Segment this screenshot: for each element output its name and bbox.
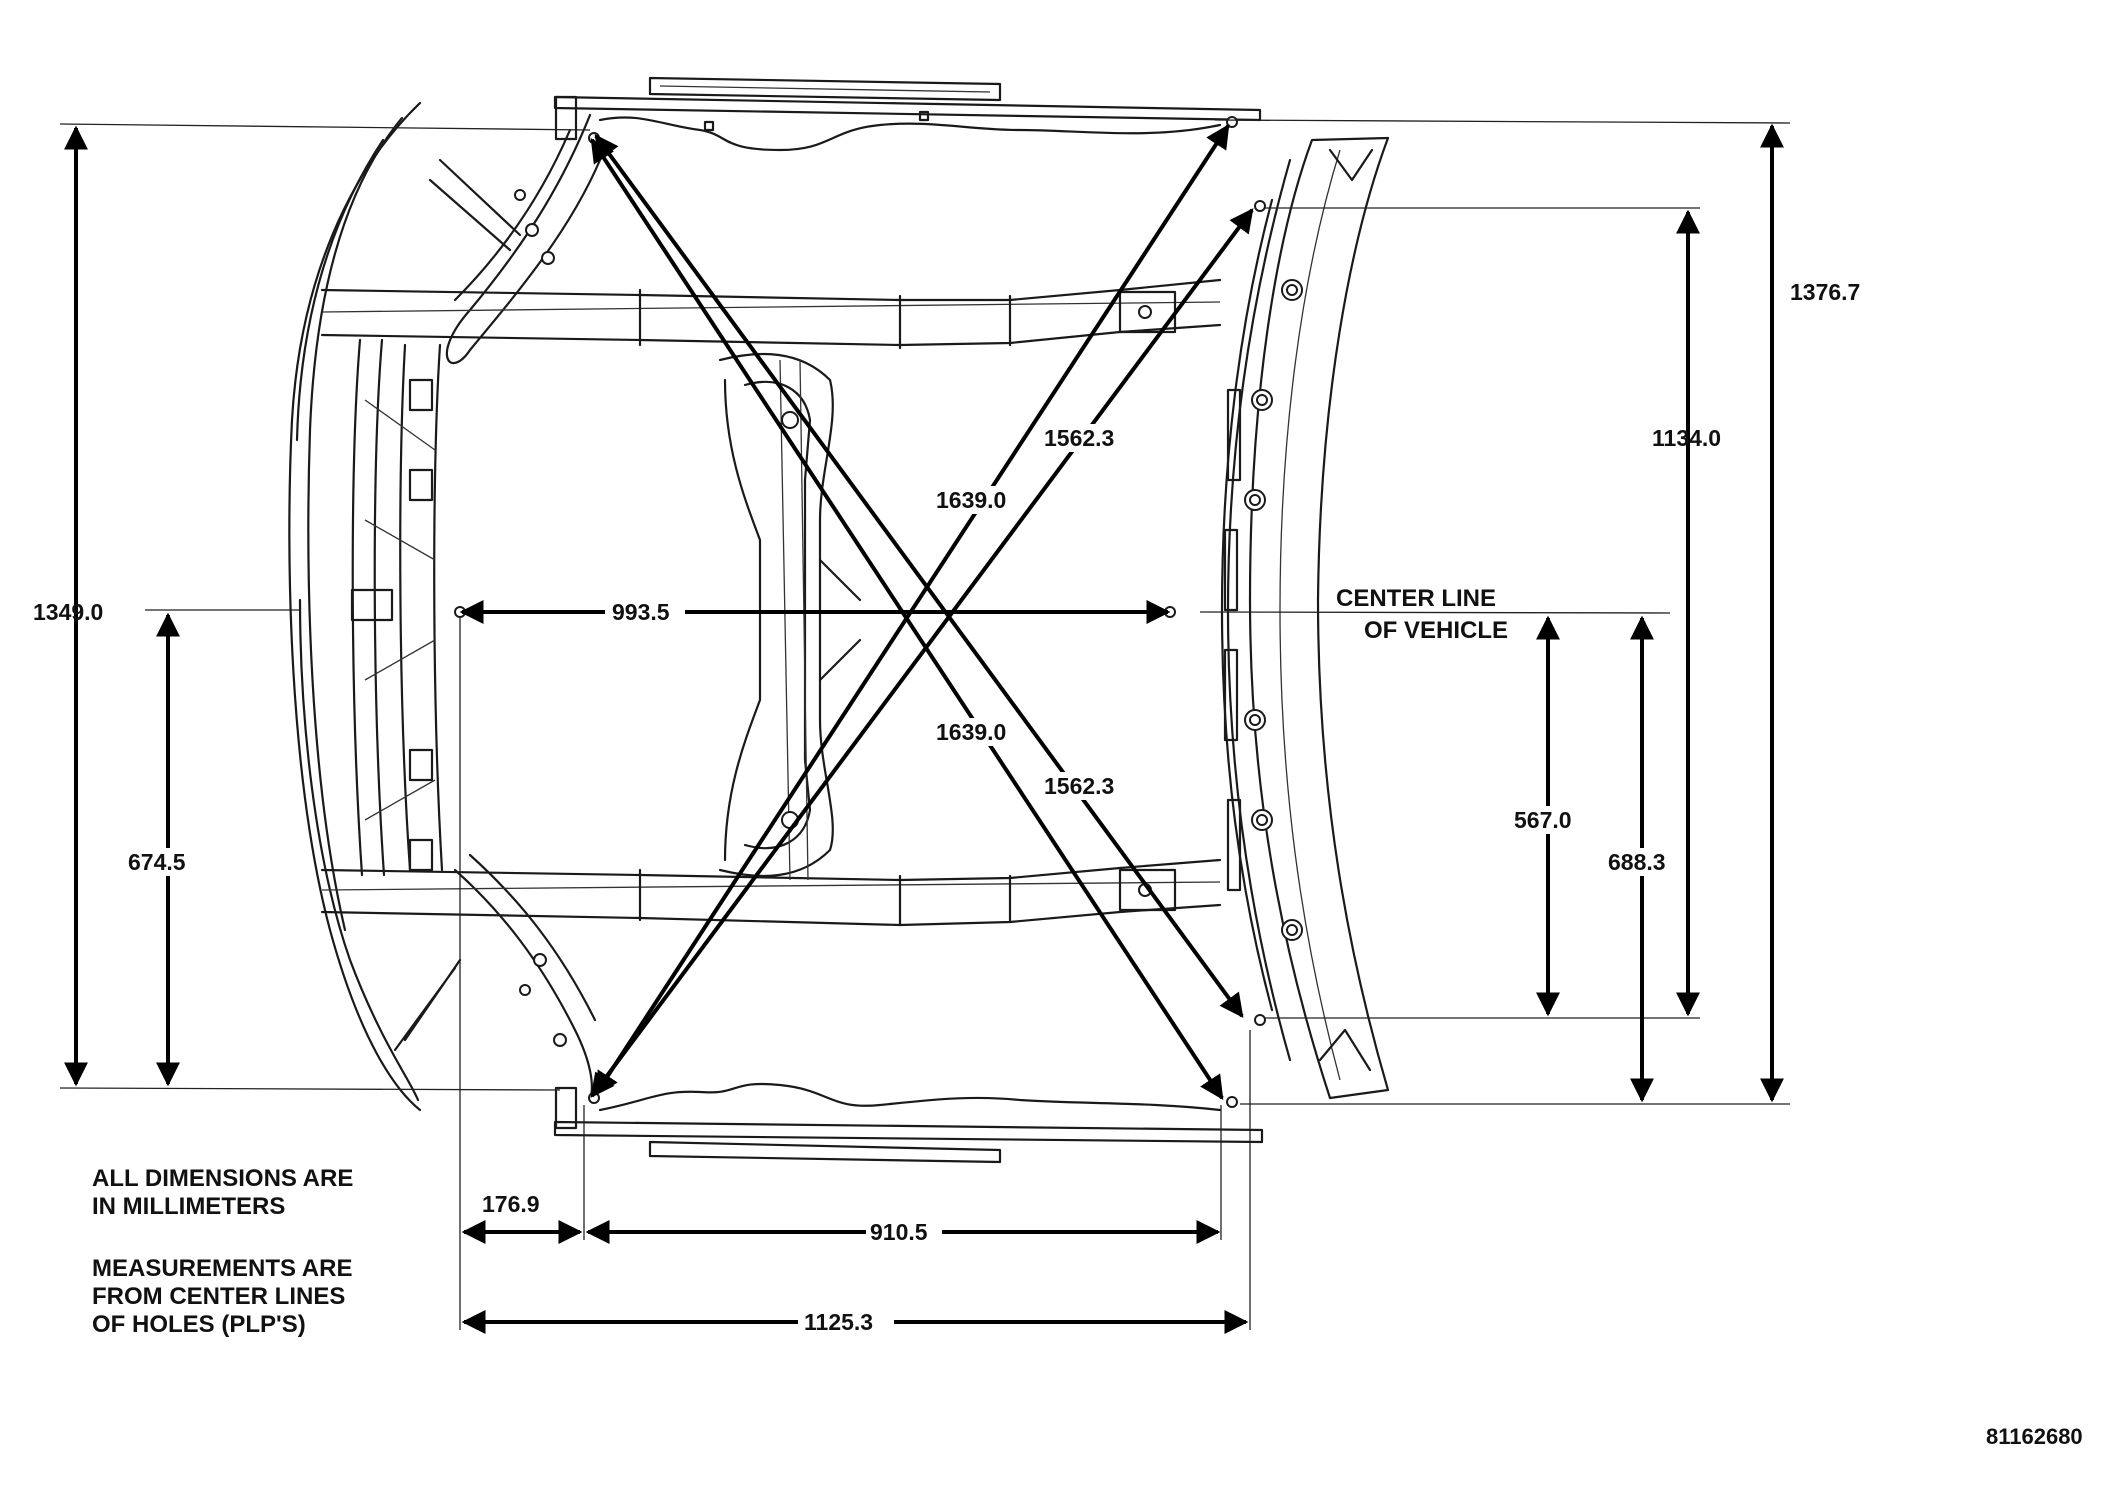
- center-line-text-2: OF VEHICLE: [1364, 617, 1508, 644]
- center-line-text-1: CENTER LINE: [1336, 585, 1496, 612]
- dim-right-half-inner: 567.0: [1514, 807, 1572, 833]
- lower-left-rail: [453, 853, 597, 1102]
- plp-upper-right: [1226, 116, 1238, 128]
- dim-right-inner: 1134.0: [1652, 425, 1721, 451]
- note1-line2: IN MILLIMETERS: [92, 1193, 285, 1220]
- dim-left-overall: 1349.0: [33, 599, 103, 625]
- arrow-diag-c: [590, 208, 1254, 1098]
- vehicle-front-structure: [288, 76, 1390, 1164]
- note1-line1: ALL DIMENSIONS ARE: [92, 1165, 353, 1192]
- plp-bumper-upper: [1254, 200, 1266, 212]
- dimension-labels: 1349.0 674.5 993.5 1562.3 1639.0 1639.0 …: [33, 279, 1860, 1335]
- note2-line2: FROM CENTER LINES: [92, 1283, 345, 1310]
- dim-diag-lower-inner: 1562.3: [1044, 773, 1114, 799]
- left-radiator-support: [350, 338, 444, 877]
- upper-left-rail: [428, 113, 602, 365]
- dim-diag-lower-outer: 1639.0: [936, 719, 1006, 745]
- dim-right-outer: 1376.7: [1790, 279, 1860, 305]
- plp-bumper-lower: [1254, 1014, 1266, 1026]
- note2-line3: OF HOLES (PLP'S): [92, 1311, 306, 1338]
- plp-lower-right: [1226, 1096, 1238, 1108]
- top-rail-strip: [553, 76, 1262, 152]
- upper-cross-member: [320, 278, 1222, 350]
- dim-front-width: 993.5: [612, 599, 670, 625]
- extension-lines: [59, 119, 1791, 1330]
- dim-bottom-offset: 176.9: [482, 1191, 540, 1217]
- left-fascia: [288, 101, 462, 1112]
- dimension-arrows: [64, 123, 1784, 1334]
- center-line-label: CENTER LINE OF VEHICLE: [1336, 585, 1508, 644]
- bottom-rail-strip: [553, 1082, 1264, 1164]
- dim-bottom-mid: 910.5: [870, 1219, 928, 1245]
- arrow-diag-a: [594, 134, 1244, 1018]
- arrow-diag-d: [594, 123, 1230, 1097]
- dim-bottom-overall: 1125.3: [804, 1309, 873, 1335]
- note2-line1: MEASUREMENTS ARE: [92, 1255, 352, 1282]
- dim-diag-upper-inner: 1562.3: [1044, 425, 1114, 451]
- figure-number: 81162680: [1986, 1424, 2083, 1449]
- dim-right-half-outer: 688.3: [1608, 849, 1666, 875]
- notes-block: ALL DIMENSIONS ARE IN MILLIMETERS MEASUR…: [92, 1165, 353, 1338]
- label-backgrounds: [142, 424, 1680, 1336]
- dim-diag-upper-outer: 1639.0: [936, 487, 1006, 513]
- center-frame: [718, 352, 862, 881]
- dim-left-half: 674.5: [128, 849, 186, 875]
